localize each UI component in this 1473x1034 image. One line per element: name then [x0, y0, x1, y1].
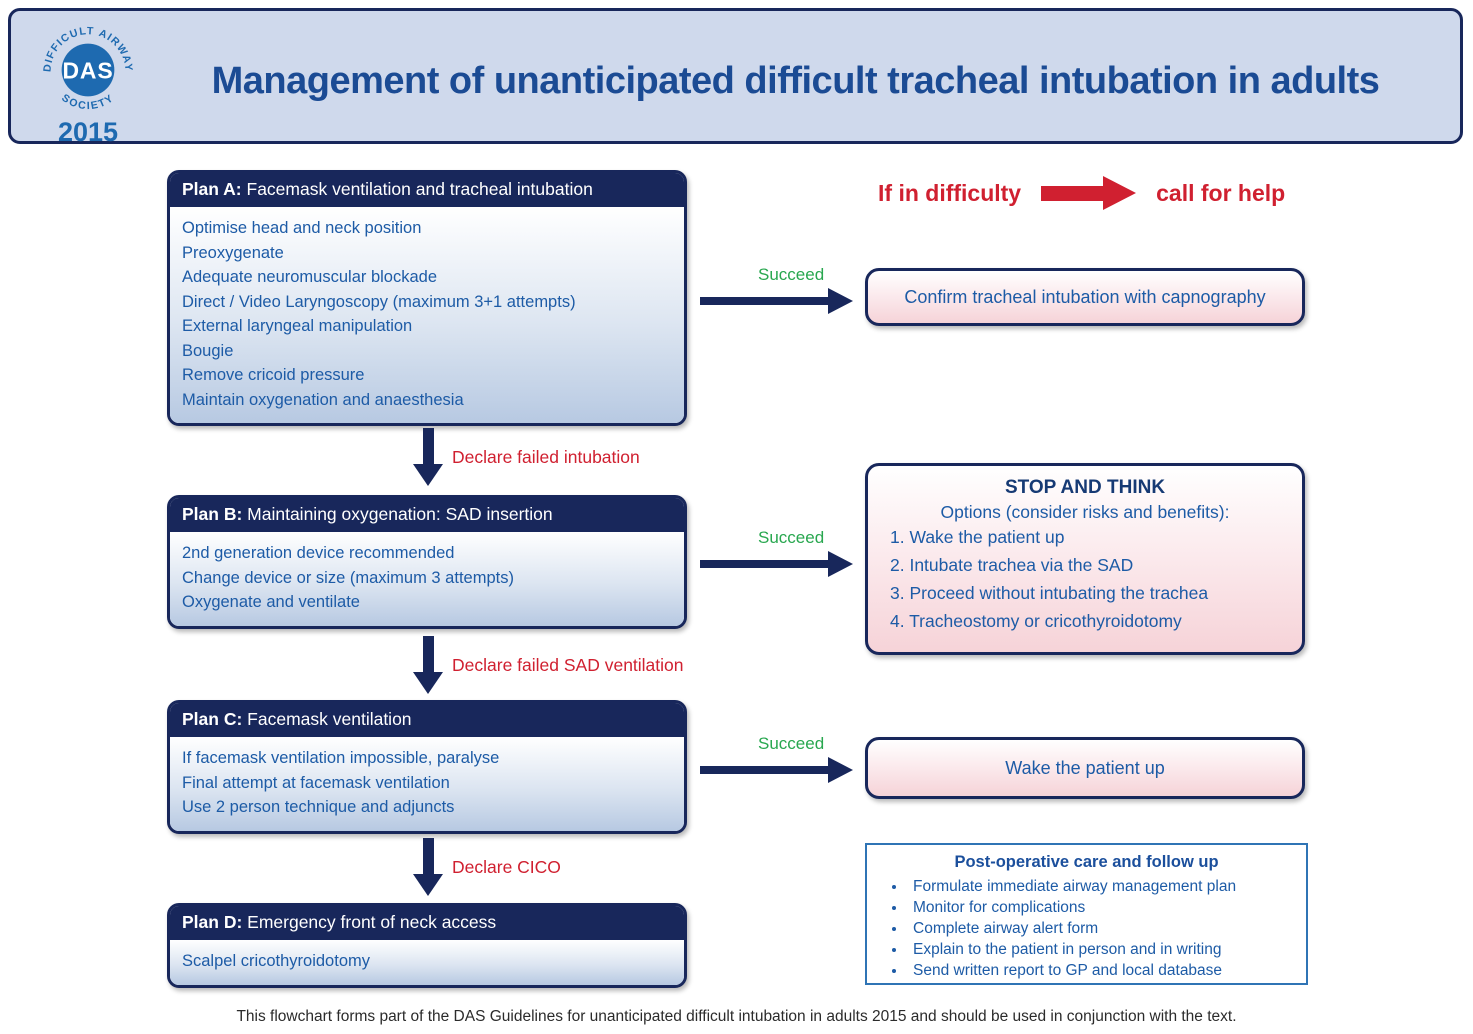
postop-care-item: Formulate immediate airway management pl… [907, 876, 1292, 897]
plan-b-header: Plan B: Maintaining oxygenation: SAD ins… [170, 498, 684, 532]
plan-a-item: Direct / Video Laryngoscopy (maximum 3+1… [182, 292, 576, 311]
arrow-shaft [422, 838, 434, 874]
confirm-intubation-text: Confirm tracheal intubation with capnogr… [904, 286, 1266, 307]
stop-and-think-box: STOP AND THINK Options (consider risks a… [865, 463, 1305, 655]
down-arrow-icon [413, 636, 443, 694]
header-banner: DIFFICULT AIRWAY SOCIETY DAS 2015 Manage… [8, 8, 1463, 147]
wake-patient-text: Wake the patient up [1005, 757, 1165, 778]
stop-option: 3. Proceed without intubating the trache… [890, 583, 1209, 603]
declare-label: Declare CICO [452, 856, 561, 877]
stop-option: 4. Tracheostomy or cricothyroidotomy [890, 611, 1182, 631]
succeed-label: Succeed [758, 265, 825, 284]
footer-note: This flowchart forms part of the DAS Gui… [236, 1008, 1237, 1025]
arrow-shaft [700, 297, 828, 305]
postop-care-list: Formulate immediate airway management pl… [895, 876, 1292, 981]
red-right-arrow-icon [1041, 176, 1137, 210]
plan-b-label: Plan B: [182, 504, 243, 524]
plan-c-label: Plan C: [182, 709, 243, 729]
plan-c-item: If facemask ventilation impossible, para… [182, 749, 500, 767]
plan-a-box: Plan A: Facemask ventilation and trachea… [167, 170, 687, 426]
plan-a-item: External laryngeal manipulation [182, 317, 413, 335]
red-arrow-shaft [1041, 185, 1104, 201]
stop-and-think-subtitle: Options (consider risks and benefits): [940, 502, 1230, 522]
arrow-shaft [700, 560, 828, 568]
plan-a-item: Remove cricoid pressure [182, 366, 365, 384]
logo-monogram: DAS [63, 57, 114, 83]
plan-a-header: Plan A: Facemask ventilation and trachea… [170, 173, 684, 207]
plan-d-body: Scalpel cricothyroidotomy [170, 940, 684, 985]
postop-care-item: Send written report to GP and local data… [907, 960, 1292, 981]
declare-label: Declare failed SAD ventilation [452, 654, 684, 675]
postop-care-item: Complete airway alert form [907, 918, 1292, 939]
right-arrow-icon [700, 757, 860, 783]
plan-b-title: Maintaining oxygenation: SAD insertion [242, 504, 553, 524]
postop-care-item: Monitor for complications [907, 897, 1292, 918]
plan-d-item: Scalpel cricothyroidotomy [182, 952, 370, 970]
arrow-head [413, 874, 443, 896]
page-title: Management of unanticipated difficult tr… [211, 60, 1380, 102]
plan-b-item: Oxygenate and ventilate [182, 593, 360, 611]
plan-c-title: Facemask ventilation [242, 709, 412, 729]
red-arrow-head [1103, 176, 1137, 210]
plan-c-item: Final attempt at facemask ventilation [182, 773, 450, 792]
wake-patient-box: Wake the patient up [865, 737, 1305, 799]
succeed-connector-a: Succeed [700, 265, 860, 314]
plan-c-item: Use 2 person technique and adjuncts [182, 798, 455, 816]
postop-care-title: Post-operative care and follow up [954, 853, 1219, 871]
plan-a-item: Optimise head and neck position [182, 219, 422, 237]
declare-failed-sad-connector: Declare failed SAD ventilation [413, 636, 684, 694]
down-arrow-icon [413, 428, 443, 486]
down-arrow-icon [413, 838, 443, 896]
confirm-intubation-box: Confirm tracheal intubation with capnogr… [865, 268, 1305, 326]
arrow-head [828, 288, 853, 314]
logo-disc [61, 43, 115, 97]
plan-d-title: Emergency front of neck access [242, 912, 497, 932]
plan-a-title: Facemask ventilation and tracheal intuba… [241, 179, 593, 199]
stop-option: 2. Intubate trachea via the SAD [890, 555, 1134, 575]
plan-c-header: Plan C: Facemask ventilation [170, 703, 684, 737]
plan-a-item: Adequate neuromuscular blockade [182, 268, 438, 286]
plan-a-label: Plan A: [182, 179, 242, 199]
plan-d-label: Plan D: [182, 912, 243, 932]
plan-b-body: 2nd generation device recommended Change… [170, 532, 684, 626]
postop-care-item: Explain to the patient in person and in … [907, 939, 1292, 960]
stop-option: 1. Wake the patient up [890, 527, 1065, 547]
das-logo-icon: DIFFICULT AIRWAY SOCIETY DAS [41, 25, 133, 112]
plan-b-box: Plan B: Maintaining oxygenation: SAD ins… [167, 495, 687, 629]
stop-and-think-title: STOP AND THINK [1004, 477, 1166, 498]
arrow-head [413, 672, 443, 694]
arrow-shaft [700, 766, 828, 774]
plan-c-body: If facemask ventilation impossible, para… [170, 737, 684, 831]
succeed-connector-c: Succeed [700, 734, 860, 783]
plan-a-item: Maintain oxygenation and anaesthesia [182, 390, 464, 409]
declare-cico-connector: Declare CICO [413, 838, 561, 896]
arrow-head [413, 464, 443, 486]
plan-a-item: Bougie [182, 341, 234, 360]
arrow-head [828, 757, 853, 783]
difficulty-right-text: call for help [1156, 179, 1286, 206]
right-arrow-icon [700, 551, 860, 577]
difficulty-banner: If in difficulty call for help [878, 176, 1285, 210]
plan-a-item: Preoxygenate [182, 243, 284, 262]
plan-d-box: Plan D: Emergency front of neck access S… [167, 903, 687, 988]
plan-c-box: Plan C: Facemask ventilation If facemask… [167, 700, 687, 834]
succeed-label: Succeed [758, 528, 825, 547]
difficulty-left-text: If in difficulty [878, 179, 1022, 206]
plan-d-header: Plan D: Emergency front of neck access [170, 906, 684, 940]
right-arrow-icon [700, 288, 860, 314]
arrow-head [828, 551, 853, 577]
postop-care-box: Post-operative care and follow up Formul… [865, 843, 1308, 985]
plan-a-body: Optimise head and neck position Preoxyge… [170, 207, 684, 423]
declare-failed-intubation-connector: Declare failed intubation [413, 428, 640, 486]
arrow-shaft [422, 636, 434, 672]
plan-b-item: Change device or size (maximum 3 attempt… [182, 568, 514, 587]
succeed-connector-b: Succeed [700, 528, 860, 577]
arrow-shaft [422, 428, 434, 464]
logo-year: 2015 [57, 117, 119, 147]
declare-label: Declare failed intubation [452, 446, 640, 467]
plan-b-item: 2nd generation device recommended [182, 544, 455, 562]
succeed-label: Succeed [758, 734, 825, 753]
